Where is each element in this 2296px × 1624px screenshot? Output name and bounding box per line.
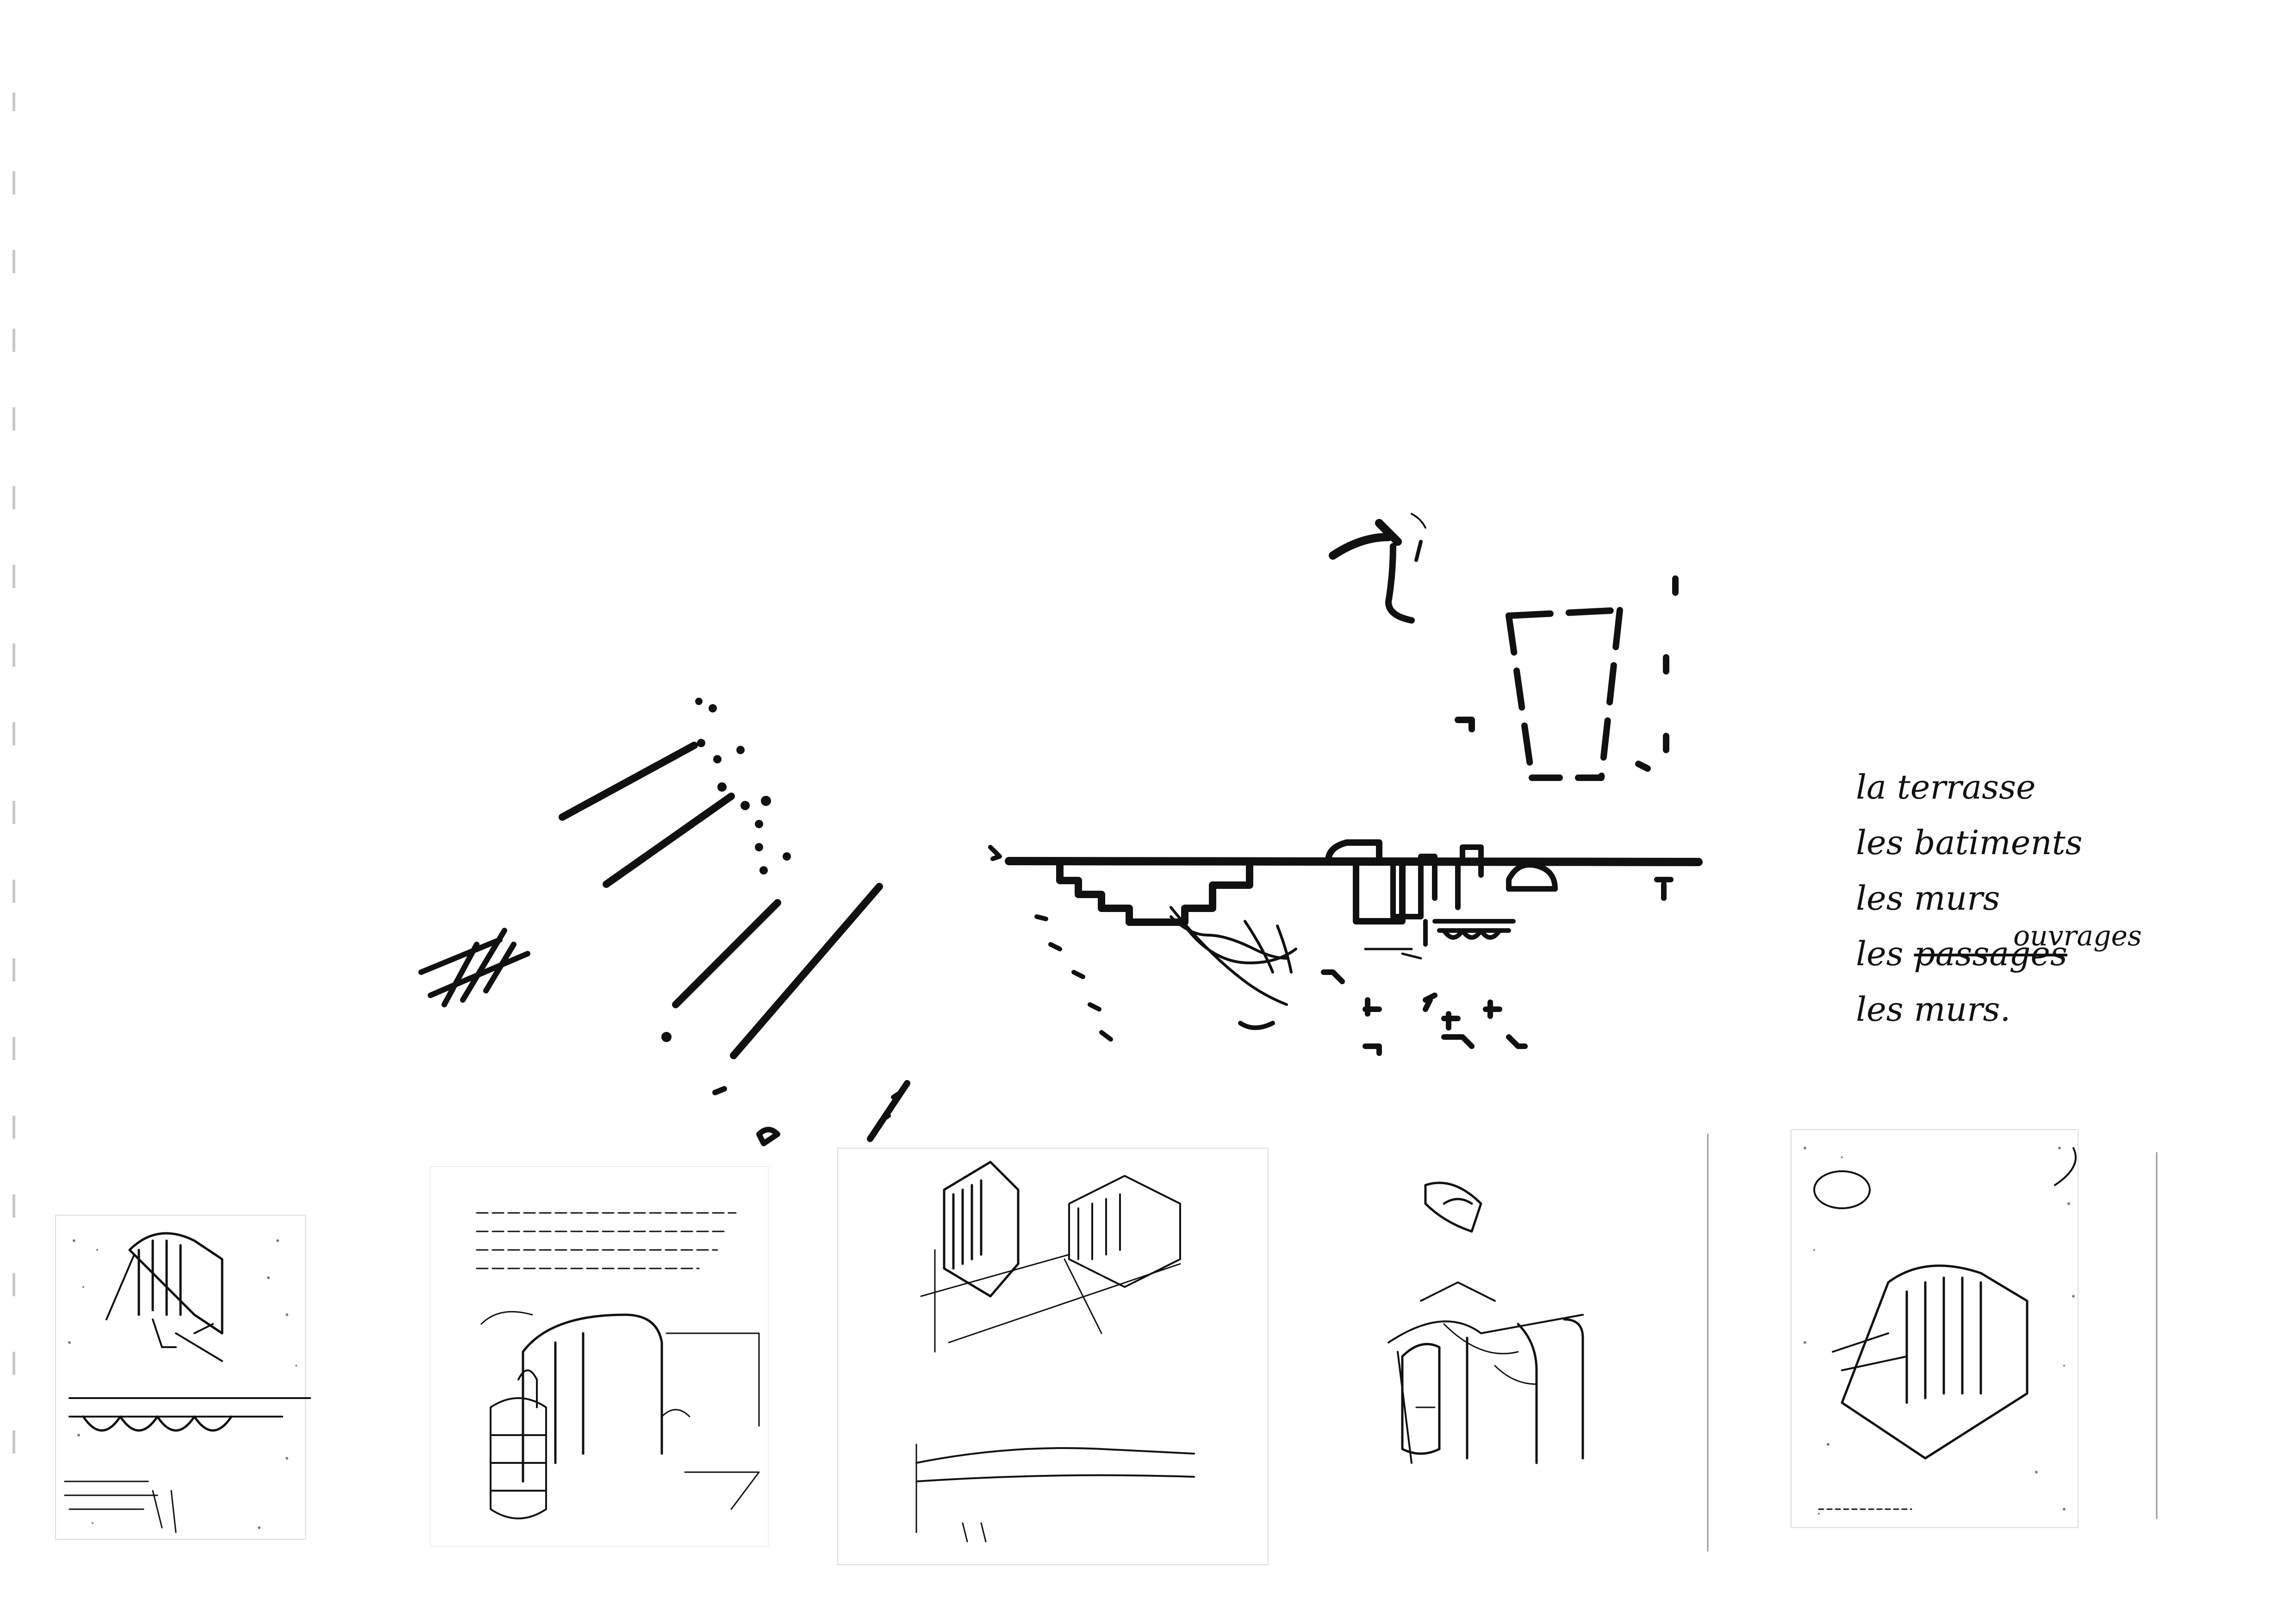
handwritten-notes: la terrasse les batiments les murs les p… <box>1856 759 2263 1037</box>
scattered-marks <box>1321 877 1674 1056</box>
note-ouvrages-struck: passages <box>1914 934 2067 973</box>
hatch-mark <box>418 928 530 1007</box>
note-murs-final: les murs. <box>1856 990 2011 1029</box>
reference-panel-4[interactable] <box>1388 1181 1584 1464</box>
terrace-profile <box>1056 858 1253 926</box>
diagonal-strokes <box>559 742 883 1059</box>
ground-line <box>1005 857 1703 866</box>
reference-panel-5[interactable] <box>1707 1129 2158 1552</box>
note-murs: les murs <box>1856 879 2000 918</box>
dash-marks <box>1034 914 1113 1042</box>
note-batiments: les batiments <box>1856 823 2083 862</box>
note-terrasse: la terrasse <box>1856 768 2036 806</box>
building-block <box>1325 839 1558 960</box>
site-plan-sketch <box>418 513 1703 1146</box>
note-ouvrages-over: ouvrages <box>2013 920 2142 952</box>
note-ouvrages: les passages ouvrages <box>1856 920 2263 981</box>
north-arrow <box>1329 513 1426 624</box>
dotted-marks[interactable] <box>661 698 791 1042</box>
reference-drawings <box>55 1129 2158 1565</box>
note-ouvrages-prefix: les <box>1856 934 1904 973</box>
reference-panel-1[interactable] <box>55 1215 311 1540</box>
reference-panel-3[interactable] <box>837 1148 1269 1565</box>
dashed-trapezoid <box>1455 575 1679 781</box>
reference-panel-2[interactable] <box>430 1166 769 1547</box>
